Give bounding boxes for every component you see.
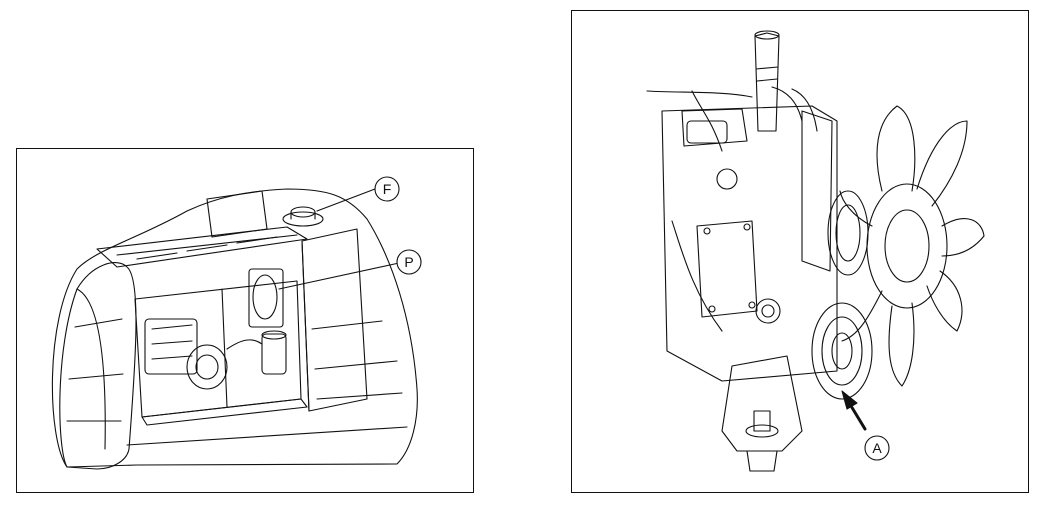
engine-fan-drawing — [646, 30, 985, 472]
leader-line-p — [278, 262, 400, 290]
engine-compartment-drawing — [51, 188, 418, 470]
left-illustration-panel: F P — [16, 148, 474, 493]
right-illustration-panel: A — [571, 10, 1029, 493]
leader-line-f — [316, 188, 376, 212]
